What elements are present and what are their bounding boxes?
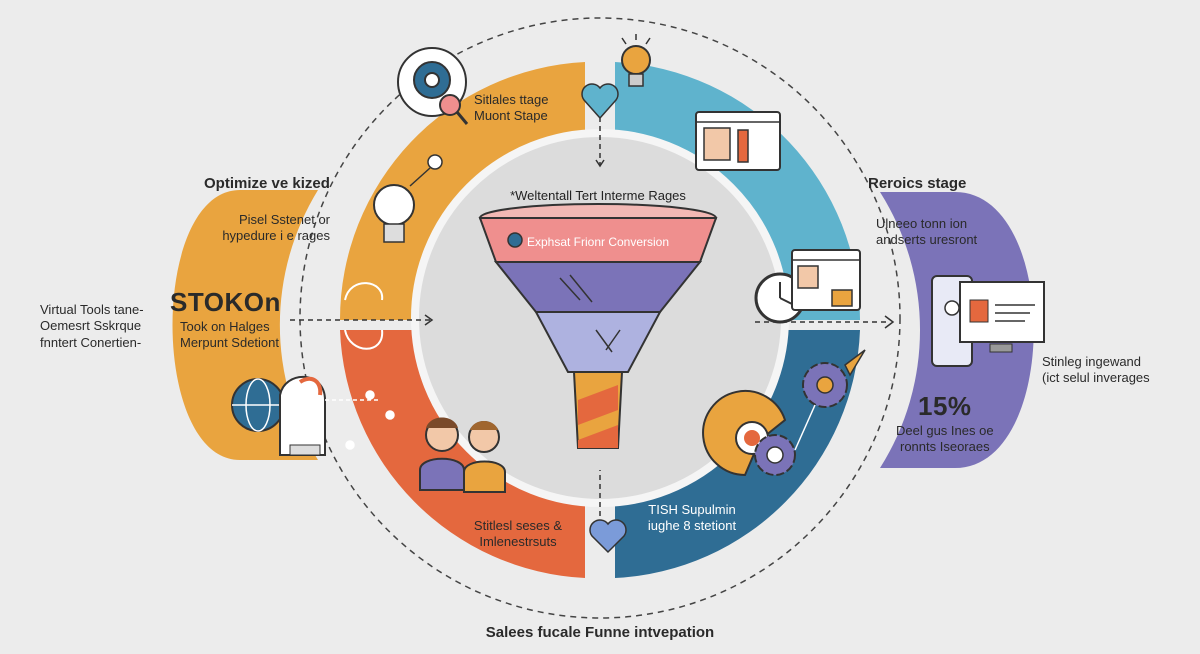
left-big-line1: Took on Halges — [180, 318, 270, 334]
heart-icon — [589, 519, 627, 554]
right-stat-line1: Deel gus Ines oe — [896, 422, 994, 438]
top-left-stage-text: Sitlales ttage Muont Stape — [474, 92, 548, 125]
left-big-label: STOKOn — [170, 287, 281, 317]
far-right-text: Stinleg ingewand (ict selul inverages — [1042, 354, 1150, 387]
right-upper-text: Ulneeo tonn ion andserts uresront — [876, 216, 977, 249]
bottom-right-stage-text: TISH Supulmin iughe 8 stetiont — [632, 502, 752, 535]
globe-icon — [231, 378, 285, 432]
top-left-stage-line2: Muont Stape — [474, 108, 548, 124]
left-big-block: STOKOn Took on Halges Merpunt Sdetiont — [170, 286, 281, 351]
bottom-left-stage-line2: Imlenestrsuts — [479, 534, 557, 550]
bottom-left-stage-line1: Stitlesl seses & — [473, 518, 563, 533]
funnel — [478, 203, 718, 449]
far-right-line2: (ict selul inverages — [1042, 370, 1150, 386]
title-right: Reroics stage — [868, 175, 967, 192]
head-icon — [279, 375, 326, 456]
title-left: Optimize ve kized — [204, 175, 330, 192]
left-upper-text: Pisel Sstenet or hypedure i e rages — [220, 212, 330, 245]
bottom-right-stage-line1: TISH Supulmin — [648, 502, 736, 517]
right-stat-value: 15% — [918, 391, 972, 421]
lightbulb-icon — [621, 34, 651, 87]
funnel-band-label: Exphsat Frionr Conversion — [527, 235, 669, 249]
right-upper-line2: andserts uresront — [876, 232, 978, 248]
funnel-band-lilac — [534, 311, 662, 373]
funnel-title: *Weltentall Tert Interme Rages — [510, 188, 686, 203]
footer-caption: Salees fucale Funne intvepation — [485, 624, 715, 641]
bottom-left-stage-text: Stitlesl seses & Imlenestrsuts — [458, 518, 578, 551]
cycle-arrow-icon — [344, 282, 384, 350]
bottom-right-stage-line2: iughe 8 stetiont — [647, 518, 737, 534]
far-left-line3: fnntert Conertien- — [40, 334, 142, 350]
outer-dashed-ring — [299, 17, 901, 619]
funnel-badge-icon — [507, 232, 523, 248]
right-stat-block: 15% Deel gus Ines oe ronnts Iseoraes — [896, 390, 994, 455]
left-upper-line1: Pisel Sstenet or — [238, 212, 330, 227]
people-icon — [419, 417, 506, 493]
far-left-line2: Oemesrt Sskrque — [40, 318, 142, 334]
gear-magnifier-icon — [397, 47, 469, 125]
right-upper-line1: Ulneeo tonn ion — [876, 216, 968, 231]
far-right-line1: Stinleg ingewand — [1042, 354, 1142, 369]
left-big-line2: Merpunt Sdetiont — [180, 334, 280, 350]
far-left-line1: Virtual Tools tane- — [40, 302, 144, 317]
lightbulb-icon — [373, 154, 443, 243]
phone-monitor-icon — [931, 275, 1045, 367]
browser-profile-icon — [695, 111, 781, 171]
gears-icon — [702, 349, 866, 477]
quadrant-orange — [340, 330, 585, 578]
profile-card-icon — [791, 249, 861, 311]
left-upper-line2: hypedure i e rages — [222, 228, 330, 244]
right-stat-line2: ronnts Iseoraes — [899, 438, 990, 454]
heart-icon — [581, 83, 619, 120]
far-left-text: Virtual Tools tane- Oemesrt Sskrque fnnt… — [40, 302, 144, 351]
top-left-stage-line1: Sitlales ttage — [474, 92, 549, 107]
